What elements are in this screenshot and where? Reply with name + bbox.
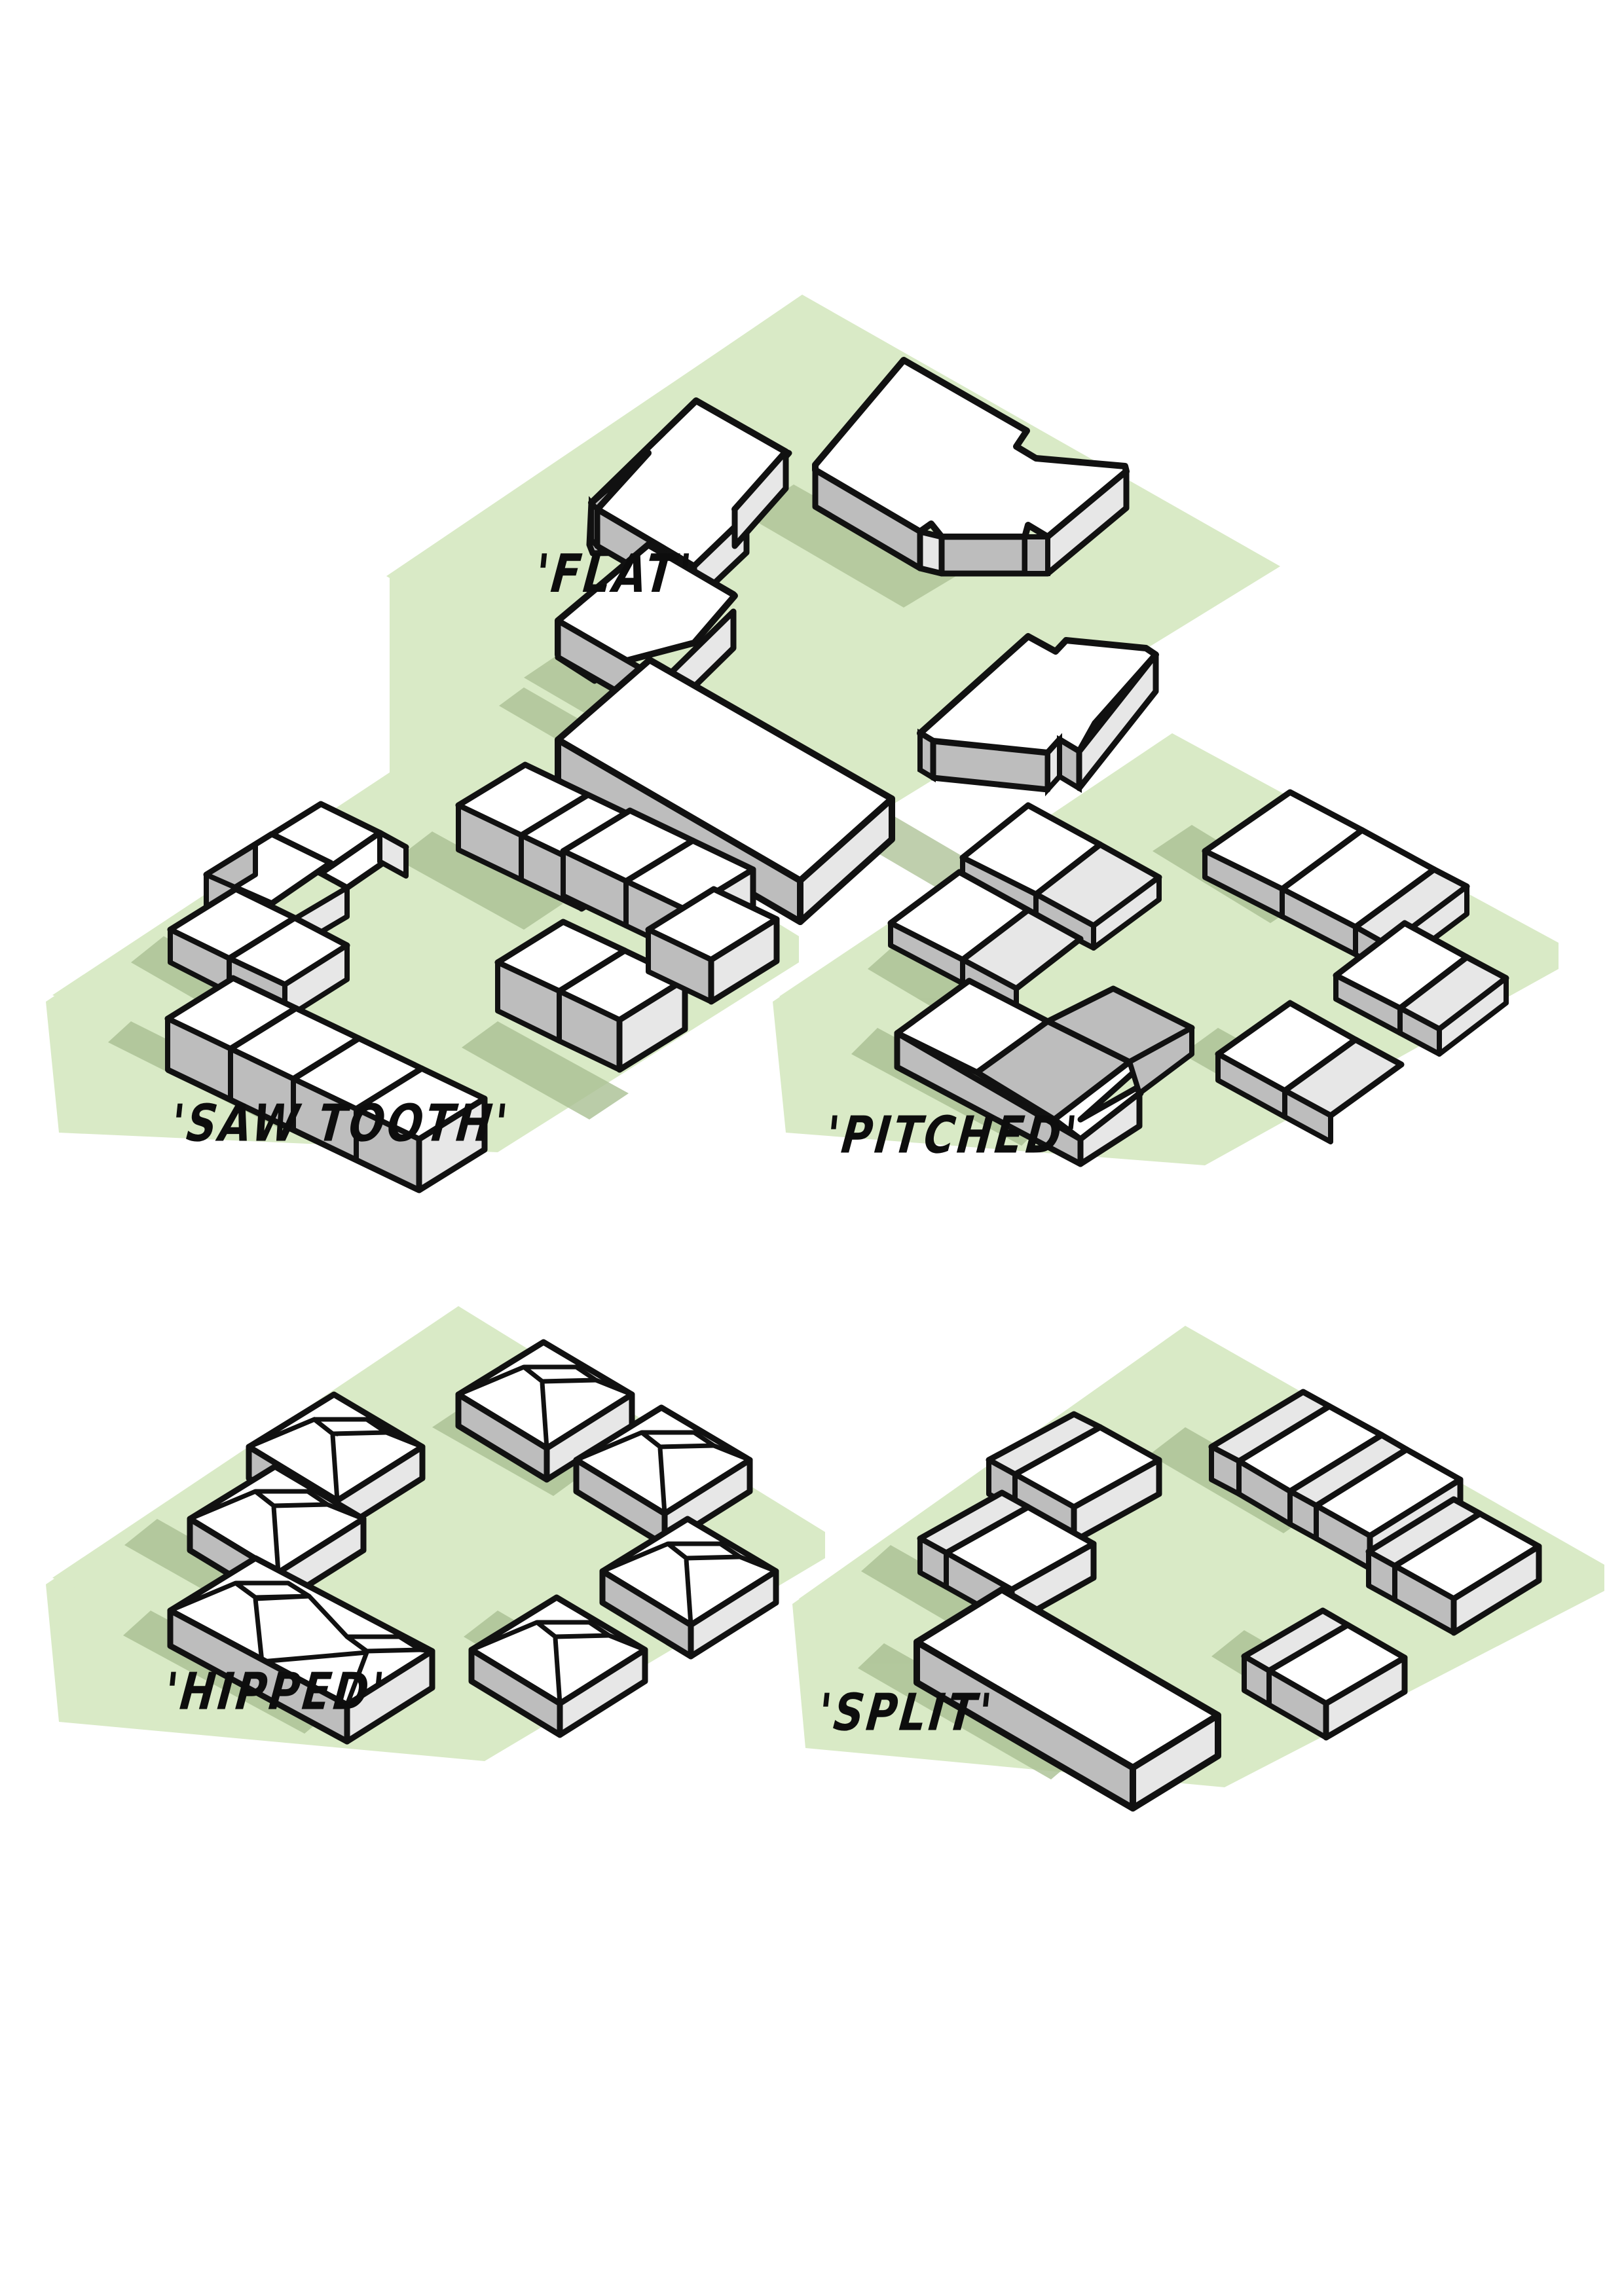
diagram-split bbox=[792, 1264, 1604, 1820]
caption-flat-text: 'FLAT' bbox=[532, 543, 697, 605]
diagram-pitched bbox=[773, 661, 1559, 1211]
caption-pitched-text: 'PITCHED' bbox=[823, 1106, 1082, 1166]
diagram-hipped bbox=[39, 1244, 825, 1794]
building-hipped-sw bbox=[167, 1555, 435, 1745]
building-pitched-se bbox=[1215, 1000, 1405, 1144]
caption-split-text: 'SPLIT' bbox=[815, 1683, 997, 1743]
diagram-sawtooth bbox=[39, 655, 799, 1205]
caption-pitched: 'PITCHED' bbox=[823, 1106, 1082, 1165]
caption-flat: 'FLAT' bbox=[532, 543, 697, 605]
building-sawtooth-w bbox=[167, 886, 350, 1021]
building-pitched-sw bbox=[894, 977, 1195, 1167]
caption-split: 'SPLIT' bbox=[815, 1684, 997, 1743]
building-flat-ne bbox=[812, 357, 1130, 577]
caption-sawtooth: 'SAW TOOTH' bbox=[168, 1095, 513, 1154]
building-flat-e bbox=[917, 633, 1159, 797]
building-pitched-w bbox=[887, 869, 1084, 1015]
caption-sawtooth-text: 'SAW TOOTH' bbox=[168, 1094, 513, 1154]
building-hipped-e bbox=[599, 1516, 779, 1660]
building-hipped-s bbox=[468, 1594, 648, 1738]
building-pitched-e bbox=[1333, 920, 1509, 1057]
building-split-s bbox=[913, 1586, 1221, 1812]
building-sawtooth-sw bbox=[164, 975, 488, 1194]
building-pitched-nw bbox=[959, 802, 1162, 951]
diagram-flat bbox=[327, 79, 1310, 925]
caption-hipped: 'HIPPED' bbox=[162, 1663, 389, 1722]
building-sawtooth-se bbox=[494, 919, 688, 1073]
building-pitched-ne bbox=[1202, 789, 1470, 975]
building-split-nw bbox=[986, 1411, 1162, 1544]
caption-hipped-text: 'HIPPED' bbox=[162, 1662, 390, 1722]
building-split-ne bbox=[1365, 1496, 1542, 1636]
building-split-se bbox=[1241, 1607, 1408, 1741]
building-sawtooth-far-e bbox=[645, 886, 780, 1005]
building-hipped-ne bbox=[573, 1404, 753, 1548]
building-hipped-n bbox=[455, 1339, 635, 1483]
